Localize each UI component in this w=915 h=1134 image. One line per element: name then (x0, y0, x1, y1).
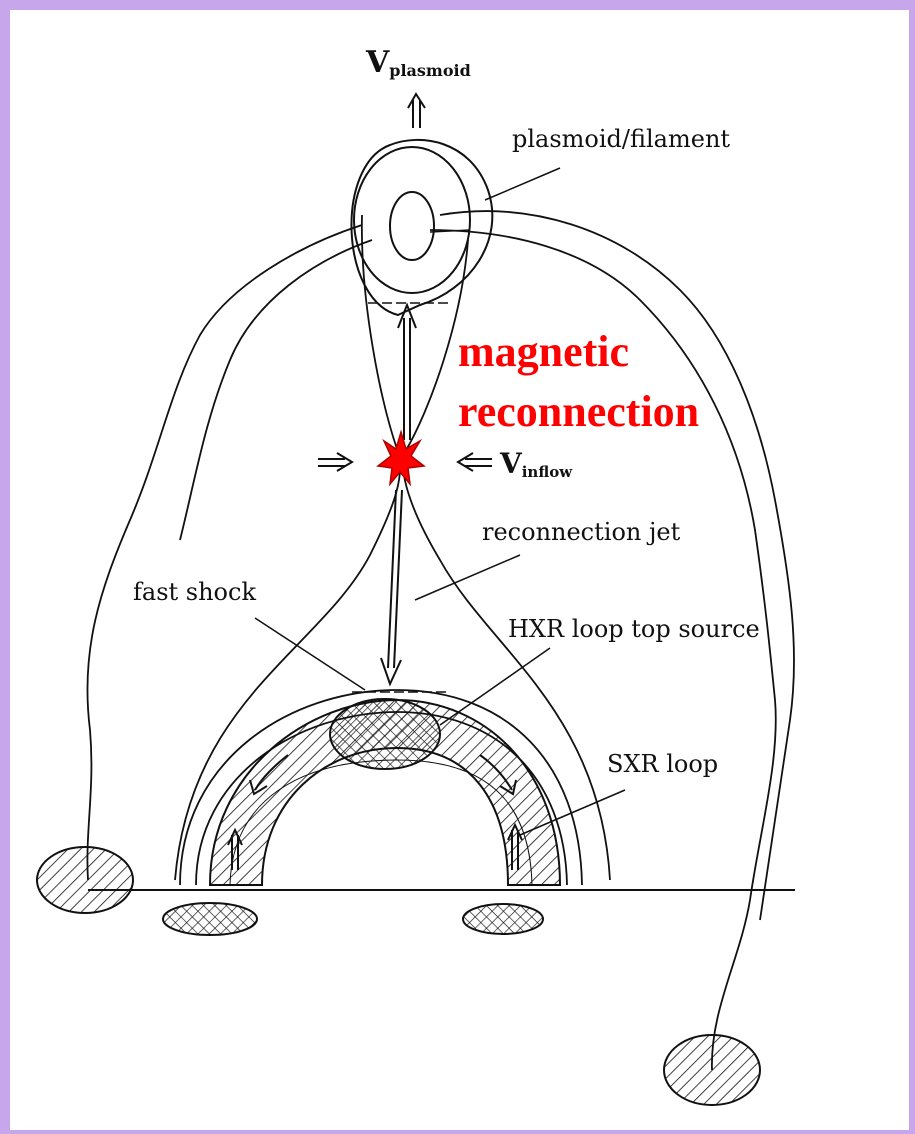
footpoint-right (463, 904, 543, 934)
magnetic-label: magnetic (458, 327, 629, 376)
sxr-loop-label: SXR loop (607, 750, 718, 778)
hxr-loop-top-source-label: HXR loop top source (508, 615, 760, 643)
hxr-loop-top-source (330, 699, 440, 769)
plasmoid (351, 140, 492, 315)
v-inflow-label: Vinflow (499, 447, 573, 481)
reconnection-jet-label: reconnection jet (482, 518, 681, 546)
remote-source-left (37, 847, 133, 913)
double-up-arrow-icon (408, 94, 425, 128)
plasmoid-filament-label: plasmoid/filament (512, 125, 730, 153)
v-plasmoid-label: Vplasmoid (365, 45, 471, 80)
red-star-burst-icon (378, 432, 424, 484)
footpoint-left (163, 903, 257, 935)
outflow-arrows (381, 305, 416, 684)
fast-shock-label: fast shock (133, 578, 256, 606)
reconnection-label: reconnection (458, 387, 699, 436)
